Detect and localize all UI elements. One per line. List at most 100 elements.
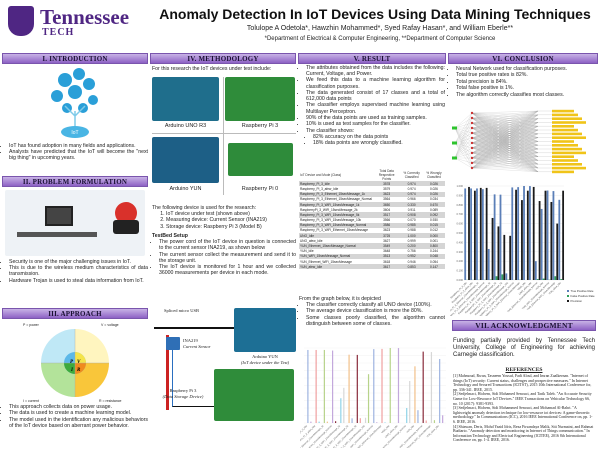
connection [454, 152, 473, 159]
connection [471, 122, 539, 134]
reference: [2] Sedjelmaci, Hichem, Sidi Mohamed Sen… [453, 392, 592, 406]
table-cell: YUN_WiFi_15secMessage_Normal [299, 253, 373, 259]
connection [471, 137, 539, 149]
connection [471, 118, 539, 129]
table-cell: Raspberry_Pi_3_WiFi_Ethernet_15secMessag… [300, 228, 369, 233]
connection [471, 122, 539, 153]
table-cell: YUN_Ethernet_15secMessage_Normal [299, 243, 373, 249]
legend-swatch [567, 300, 569, 302]
table-cell: 0.089 [429, 207, 438, 212]
connection [454, 117, 473, 129]
table-cell: 3623 [372, 191, 401, 197]
list-item: Storage device: Raspberry Pi 3 (Model B) [166, 224, 296, 230]
connection [454, 122, 473, 144]
connection [471, 122, 539, 169]
bar [414, 366, 416, 423]
connection [471, 112, 539, 134]
tennessee-tech-logo [8, 6, 34, 36]
connection [471, 129, 539, 164]
connection [471, 114, 539, 144]
connection [471, 114, 539, 154]
connection [471, 127, 539, 142]
bar [356, 354, 358, 423]
table-cell: 1.000 [400, 233, 423, 239]
table-cell: Raspberry_Pi_3_afew_Idle [300, 186, 339, 191]
connection [471, 152, 539, 169]
connection [471, 126, 539, 169]
bullet: The model used in the identification any… [9, 417, 148, 429]
bar-misclassified [417, 410, 419, 423]
bar-misclassified [335, 421, 337, 423]
connection [471, 145, 539, 169]
bar-false-positive-rate [501, 274, 504, 280]
connection [471, 152, 539, 172]
table-cell: 3627 [383, 238, 391, 243]
table-row: Raspberry_Pi_3_Ethernet_15secMessage_Nor… [299, 197, 445, 202]
table-cell: 0.000 [422, 233, 445, 239]
bar-precision [468, 186, 470, 280]
bar-precision [526, 190, 529, 280]
connection [471, 157, 539, 172]
bullet: The classifier correctly classify all UN… [306, 302, 445, 308]
bar-misclassified [310, 421, 312, 423]
connection [471, 129, 539, 149]
y-tick-label: 0.700 [457, 212, 464, 216]
table-cell: 0.092 [422, 212, 445, 218]
table-cell: 0.974 [400, 181, 423, 187]
svg-text:V: V [77, 360, 81, 365]
output-node [552, 159, 578, 162]
connection [471, 118, 539, 124]
connection [471, 117, 539, 138]
connection [471, 112, 539, 157]
logo-sub: TECH [42, 27, 75, 38]
connection [471, 110, 539, 139]
table-cell: 3513 [372, 253, 401, 259]
connection [471, 147, 539, 165]
connection [471, 137, 539, 172]
output-node [552, 125, 574, 128]
y-tick-label: 0.900 [457, 193, 464, 197]
hidden-node [470, 141, 474, 145]
connection [471, 137, 539, 153]
connection [471, 142, 539, 169]
connection [471, 167, 539, 172]
connection [471, 132, 539, 169]
connection [471, 137, 539, 169]
connection [471, 122, 539, 169]
table-cell: 3549 [372, 243, 401, 249]
table-cell: 3586 [372, 222, 401, 228]
connection [471, 137, 539, 144]
bar-true-positive-rate [481, 189, 484, 280]
table-cell: 0.034 [429, 197, 438, 202]
connection [471, 122, 539, 157]
connection [471, 129, 539, 159]
iot-tree-image: IoT [45, 66, 105, 140]
connection [471, 117, 539, 146]
bar [430, 352, 433, 423]
rpi-sublabel: (Data Storage Device) [162, 394, 204, 399]
hidden-node [470, 126, 474, 130]
connection [471, 156, 539, 169]
connection [471, 112, 539, 169]
connection [471, 142, 539, 165]
input-node [452, 141, 457, 145]
connection [471, 117, 539, 153]
table-cell: 3517 [372, 212, 401, 218]
table-cell: 0.853 [400, 264, 423, 270]
bar-precision [556, 223, 559, 280]
connection [471, 117, 539, 157]
connection [471, 133, 539, 169]
connection [471, 112, 539, 153]
bar [348, 354, 350, 423]
connection [471, 137, 539, 146]
table-cell: 0.800 [422, 243, 445, 249]
connection [471, 157, 539, 161]
connection [471, 122, 539, 124]
connection [471, 122, 539, 165]
sub-bullet: 18% data points are wrongly classified. [313, 140, 445, 146]
hidden-node [470, 116, 474, 120]
research-devices: The following device is used for the res… [152, 205, 296, 277]
